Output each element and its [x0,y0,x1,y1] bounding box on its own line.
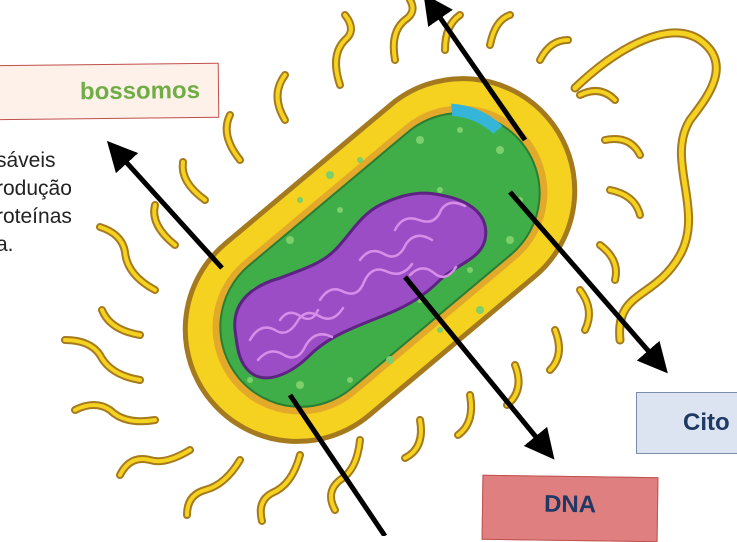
ribossomos-desc-line-2: rodução [0,177,72,200]
ribossomos-description: sáveis rodução roteínas a. [0,147,136,259]
ribossomos-desc-line-3: roteínas [0,205,72,228]
ribossomos-label-text: bossomos [80,76,200,105]
ribossomos-desc-line-1: sáveis [0,149,56,172]
dna-label: DNA [482,475,659,542]
citoplasma-label-text: Cito [683,409,730,437]
ribossomos-desc-line-4: a. [0,233,14,256]
ribossomos-label: bossomos [0,63,219,120]
citoplasma-label: Cito [636,392,737,454]
dna-label-text: DNA [544,490,596,519]
